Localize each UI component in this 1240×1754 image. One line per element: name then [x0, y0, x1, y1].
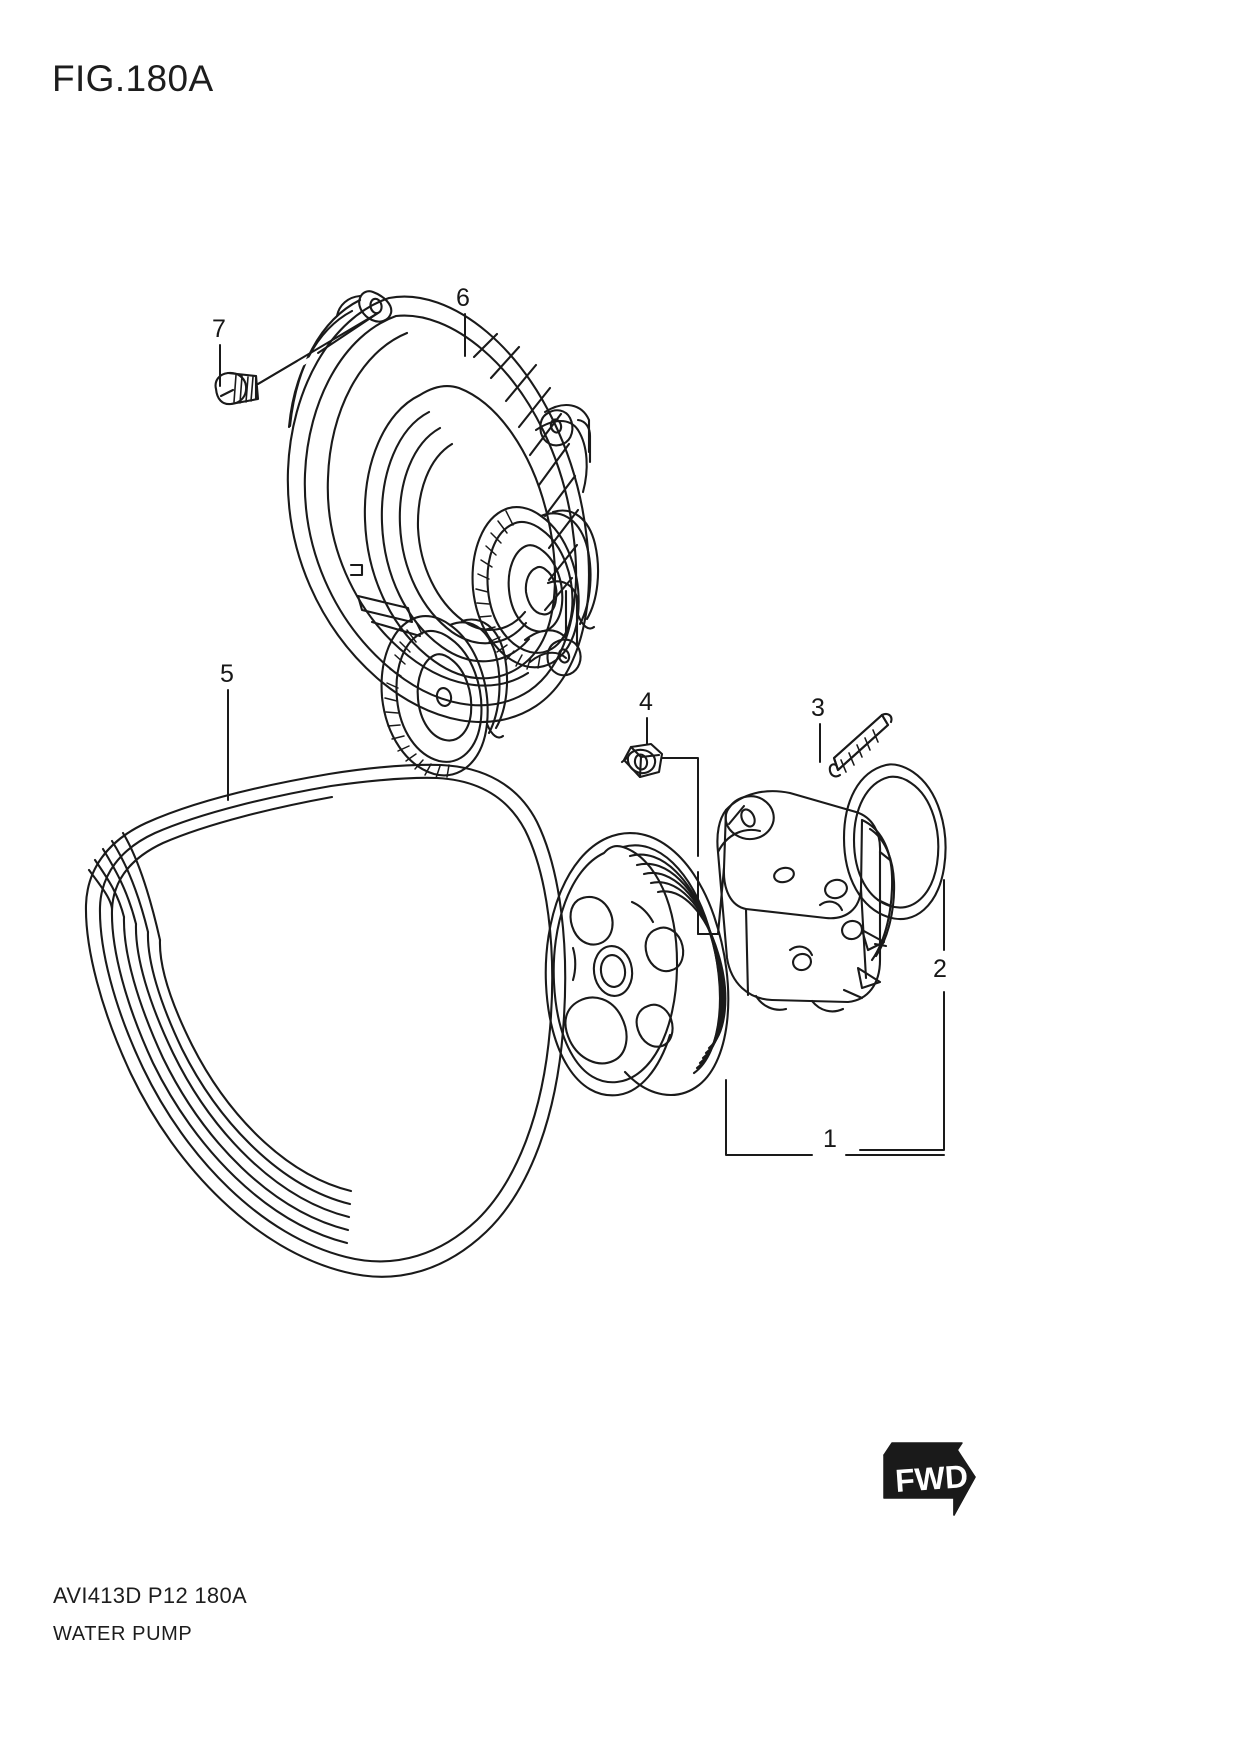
water-pump-pulley — [544, 832, 730, 1097]
tensioner-bolt — [214, 371, 260, 406]
footer-part-code: AVI413D P12 180A — [53, 1583, 247, 1608]
leader-lines — [219, 312, 945, 1156]
water-pump-bolt — [828, 712, 893, 778]
o-ring — [842, 763, 947, 920]
callout-3: 3 — [811, 694, 825, 722]
callout-5: 5 — [220, 660, 234, 688]
callout-numbers: 1 2 3 4 5 6 7 — [212, 284, 947, 1153]
callout-7: 7 — [212, 315, 226, 343]
fwd-marker — [883, 1442, 976, 1516]
callout-1: 1 — [823, 1125, 837, 1153]
svg-text:FWD: FWD — [894, 1458, 969, 1499]
figure-title: FIG.180A — [52, 58, 214, 99]
callout-4: 4 — [639, 688, 653, 716]
water-pump-assembly — [544, 790, 896, 1097]
fwd-label: FWD — [894, 1458, 969, 1499]
footer-assembly-name: WATER PUMP — [53, 1623, 193, 1645]
water-pump-nut — [620, 742, 664, 779]
tensioner-pulley-upper — [471, 506, 600, 670]
drive-belt — [84, 763, 567, 1278]
water-pump-body — [716, 790, 896, 1013]
belt-tensioner-assembly — [286, 290, 600, 779]
callout-2: 2 — [933, 955, 947, 983]
callout-6: 6 — [456, 284, 470, 312]
